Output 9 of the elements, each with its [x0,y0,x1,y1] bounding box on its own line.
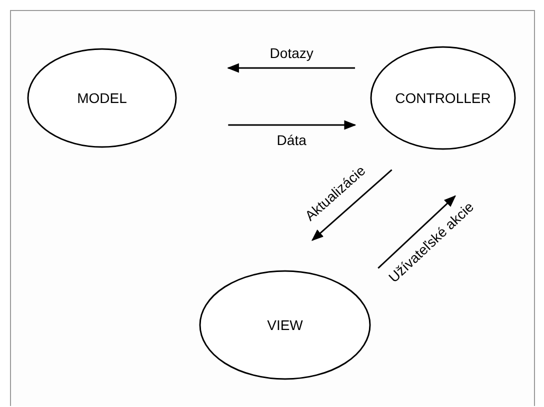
arrow [226,63,356,73]
edge-label: Dotazy [270,45,314,61]
node-label: MODEL [76,90,128,106]
arrow [378,195,456,269]
arrow [311,169,392,242]
node-label: CONTROLLER [394,90,492,106]
edge-label: Dáta [276,132,306,148]
node-label: VIEW [266,317,304,333]
arrow [228,120,356,130]
